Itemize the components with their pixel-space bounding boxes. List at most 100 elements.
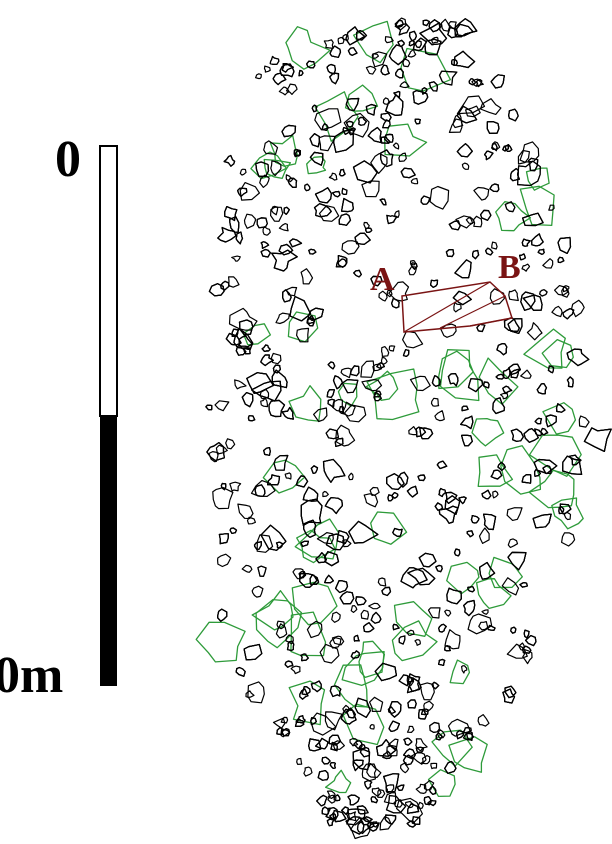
stone-outline [423, 795, 432, 806]
stone-outline [346, 811, 357, 822]
stone-outline [369, 696, 384, 713]
stone-outline [352, 160, 378, 184]
stone-outline [447, 718, 471, 737]
stone-outline [247, 415, 256, 422]
stone-outline [365, 103, 377, 116]
stone-outline [350, 604, 358, 614]
stone-outline [310, 680, 322, 693]
stone-outline [256, 217, 268, 229]
stone-outline [508, 289, 519, 302]
stone-outline [510, 368, 520, 379]
stone-outline [296, 327, 310, 343]
stone-outline [412, 37, 427, 52]
stone-outline [566, 348, 590, 367]
stone-outline [306, 620, 323, 639]
vegetation-patch [384, 123, 428, 157]
stone-outline [366, 821, 375, 829]
highlighted-area: A B [370, 249, 521, 333]
stone-outline [553, 285, 569, 296]
stone-outline [348, 520, 379, 544]
stone-outline [392, 527, 403, 538]
stone-outline [415, 783, 428, 795]
stone-outline [407, 48, 417, 58]
stone-outline [286, 640, 295, 652]
stone-outline [398, 674, 414, 687]
stone-outline [568, 454, 582, 466]
stone-outline [335, 255, 348, 268]
stone-outline [321, 806, 331, 816]
stone-outline [502, 385, 513, 394]
stone-outline [506, 643, 528, 659]
stone-outline [278, 223, 289, 232]
stone-outline [281, 727, 291, 737]
stone-outline [322, 458, 346, 483]
stone-outline [400, 567, 428, 589]
stone-outline [341, 187, 348, 195]
stone-outline [341, 806, 349, 816]
stone-outline [371, 787, 382, 798]
stone-outline [315, 737, 329, 750]
highlight-diagonal [439, 295, 506, 329]
stone-outline [492, 490, 499, 499]
stone-outline [467, 378, 484, 393]
stone-outline [520, 291, 536, 311]
stone-outline [329, 72, 340, 85]
stone-outline [500, 392, 509, 400]
stone-outline [357, 116, 367, 126]
stone-outline [284, 472, 292, 480]
stone-outline [534, 417, 543, 425]
stone-outline [206, 442, 225, 462]
stone-outline [234, 379, 247, 390]
stone-outline [377, 577, 387, 587]
stone-outline [386, 289, 393, 298]
stone-outline [323, 39, 334, 49]
stone-outline [557, 236, 572, 254]
stone-outline [285, 634, 294, 645]
vegetation-patch [255, 598, 303, 649]
stone-outline [391, 492, 399, 499]
stone-outline [328, 172, 338, 181]
stone-outline [368, 602, 381, 610]
stone-outline [419, 427, 434, 440]
stone-outline [205, 404, 213, 411]
stone-outline [428, 785, 437, 795]
stone-outline [247, 681, 265, 704]
vegetation-patch [519, 185, 555, 227]
stone-outline [352, 748, 371, 771]
stone-outline [263, 447, 271, 456]
stone-outline [444, 609, 452, 617]
scale-top-label: 0 [55, 131, 81, 188]
stone-outline [272, 717, 286, 729]
stone-outline [406, 803, 420, 814]
stone-outline [364, 779, 373, 790]
stone-outline [294, 718, 305, 728]
stone-outline [237, 503, 254, 520]
stone-outline [270, 352, 282, 365]
stone-outline [298, 571, 307, 579]
stone-outline [453, 50, 476, 69]
stone-outline [502, 367, 511, 379]
stone-outline [386, 744, 398, 757]
stone-outline [257, 565, 267, 577]
stone-outline [314, 108, 342, 131]
stone-outline [394, 17, 407, 31]
stone-outline [379, 149, 394, 168]
stone-outline [473, 186, 490, 201]
stone-outline [503, 316, 520, 332]
vegetation-patch [471, 417, 505, 447]
stone-outline [317, 769, 329, 781]
stone-outline [363, 622, 375, 633]
stone-outline [352, 748, 371, 771]
stone-outline [275, 541, 283, 549]
scale-bar-black-segment [100, 416, 117, 686]
vegetation-patch [525, 167, 550, 191]
stone-outline [491, 241, 498, 250]
stone-outline [368, 822, 380, 832]
stone-outline [521, 238, 531, 247]
stone-outline [370, 796, 379, 804]
stone-outline [285, 174, 294, 183]
stone-outline [315, 552, 327, 564]
stone-outline [380, 136, 391, 144]
stone-outline [284, 660, 294, 668]
stone-outline [339, 591, 355, 605]
